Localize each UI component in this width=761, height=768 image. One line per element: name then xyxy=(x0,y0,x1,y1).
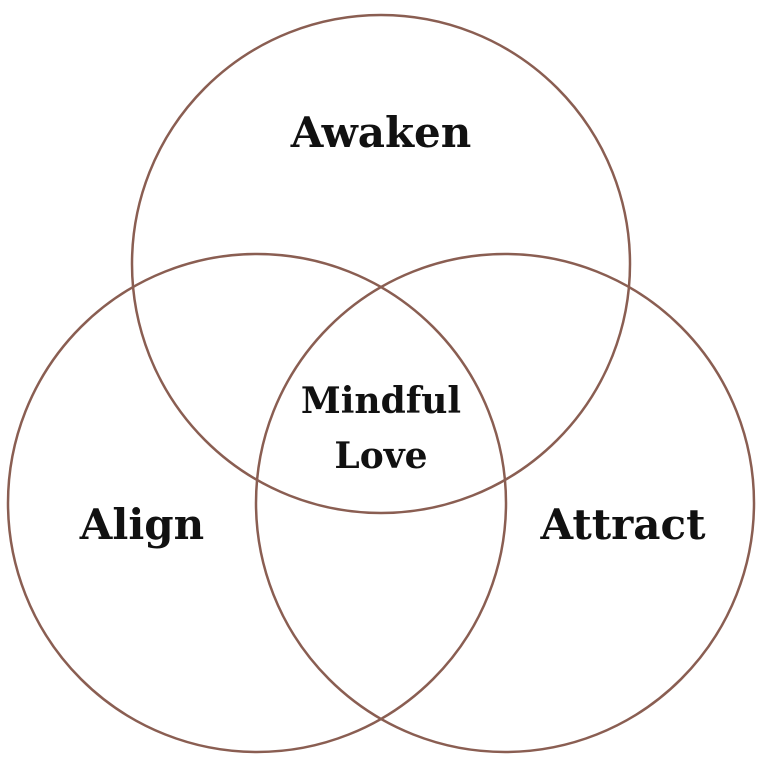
label-attract: Attract xyxy=(540,500,707,549)
circle-align xyxy=(6,252,508,754)
label-center-line1: Mindful xyxy=(301,380,461,422)
label-align: Align xyxy=(79,500,204,549)
label-awaken: Awaken xyxy=(290,108,472,157)
circle-attract xyxy=(254,252,756,754)
label-center-line2: Love xyxy=(334,435,427,477)
circle-awaken xyxy=(130,13,632,515)
